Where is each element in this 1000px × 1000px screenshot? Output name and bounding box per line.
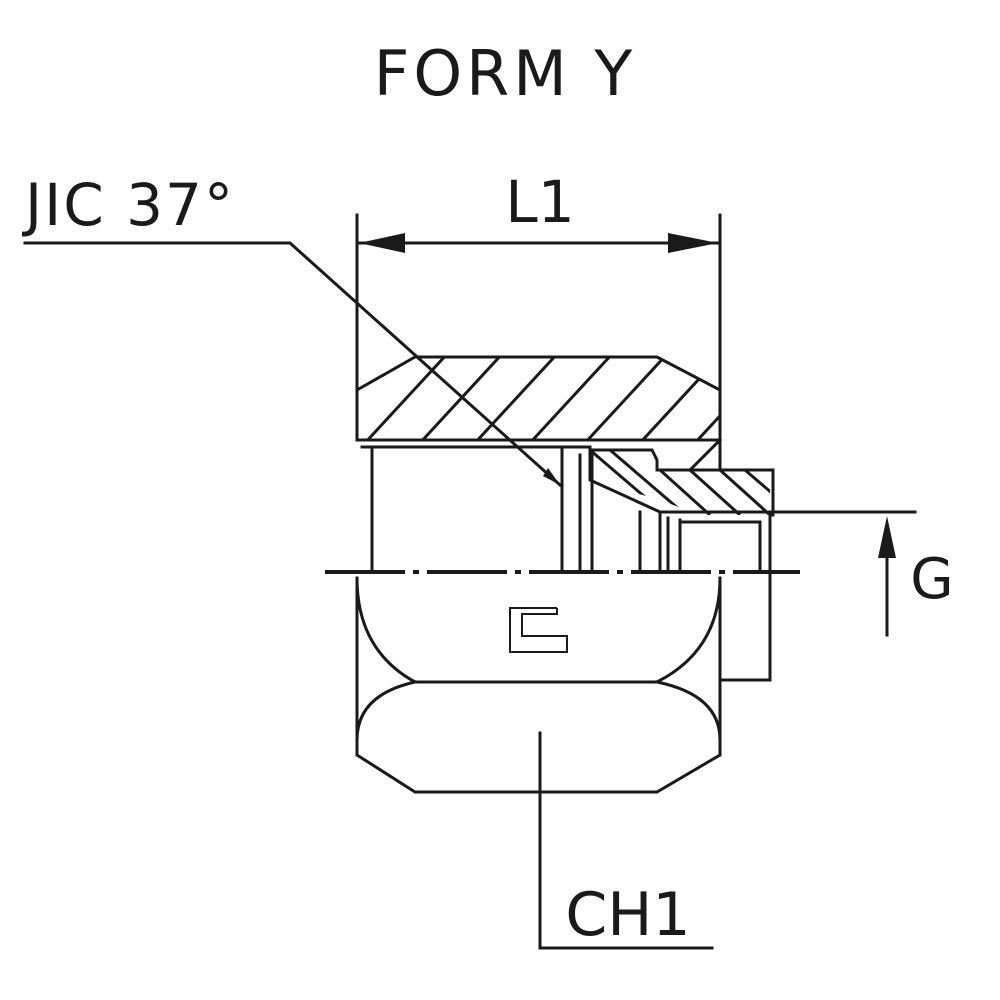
internal-bore bbox=[370, 445, 772, 682]
thread-type-label: JIC 37° bbox=[22, 171, 235, 239]
hex-size-leader-line bbox=[538, 731, 714, 950]
hex-size-label: CH1 bbox=[565, 880, 690, 950]
arrow-right-icon bbox=[668, 233, 718, 253]
section-mark-icon bbox=[509, 607, 568, 653]
hex-body bbox=[355, 576, 722, 794]
drawing-title: FORM Y bbox=[374, 37, 637, 110]
arrow-left-icon bbox=[359, 233, 405, 253]
thread-size-label: G bbox=[910, 547, 953, 612]
nose-section-hatched bbox=[588, 437, 775, 517]
leader-arrowhead-icon bbox=[543, 468, 560, 485]
body-section-hatched bbox=[355, 355, 722, 449]
thread-type-leader-line bbox=[23, 241, 563, 488]
length-label: L1 bbox=[505, 168, 574, 236]
arrow-up-icon bbox=[878, 516, 896, 558]
